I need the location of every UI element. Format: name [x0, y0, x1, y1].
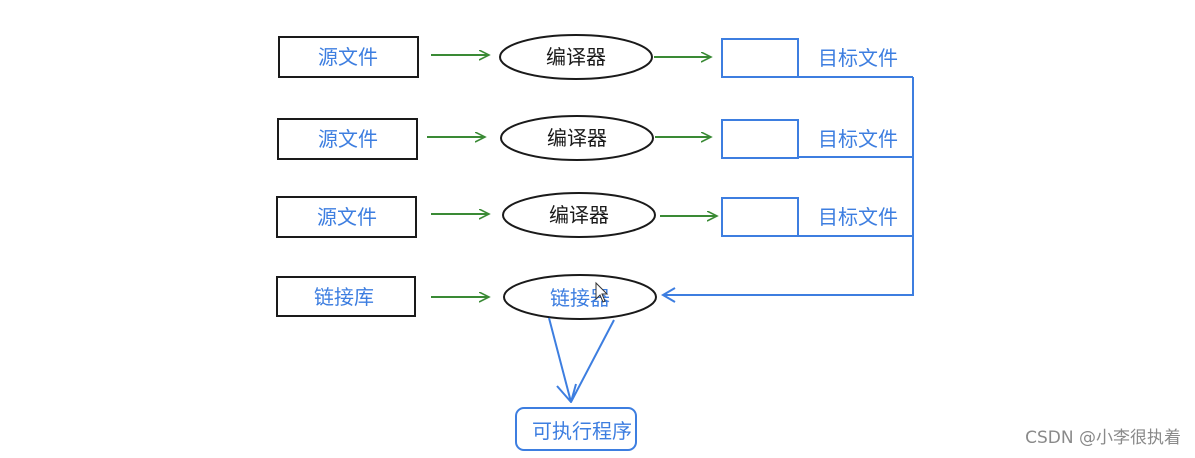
- arrow-linker-to-executable: [548, 317, 615, 403]
- compiler-label-2: 编译器: [547, 126, 607, 150]
- compiler-label-1: 编译器: [546, 45, 606, 69]
- source-file-box-2: [277, 118, 418, 160]
- library-box: [276, 276, 416, 317]
- source-file-box-3: [276, 196, 417, 238]
- object-file-label-1: 目标文件: [818, 46, 898, 70]
- linker-ellipse: [503, 274, 657, 320]
- executable-box: [515, 407, 637, 451]
- object-file-label-3: 目标文件: [818, 205, 898, 229]
- compiler-ellipse-2: [500, 115, 654, 161]
- source-file-label-3: 源文件: [317, 205, 377, 229]
- source-file-box-1: [278, 36, 419, 78]
- compiler-ellipse-1: [499, 34, 653, 80]
- object-file-box-2: [721, 119, 799, 159]
- object-file-box-3: [721, 197, 799, 237]
- watermark: CSDN @小李很执着: [1025, 428, 1181, 448]
- object-file-box-1: [721, 38, 799, 78]
- executable-label: 可执行程序: [532, 419, 632, 443]
- arrow-objects-to-linker: [661, 287, 676, 303]
- library-label: 链接库: [314, 285, 374, 309]
- object-file-label-2: 目标文件: [818, 127, 898, 151]
- compiler-ellipse-3: [502, 192, 656, 238]
- compiler-label-3: 编译器: [549, 203, 609, 227]
- source-file-label-1: 源文件: [318, 45, 378, 69]
- object-files-collector-line: [664, 76, 914, 296]
- mouse-cursor-icon: [595, 281, 609, 303]
- source-file-label-2: 源文件: [318, 127, 378, 151]
